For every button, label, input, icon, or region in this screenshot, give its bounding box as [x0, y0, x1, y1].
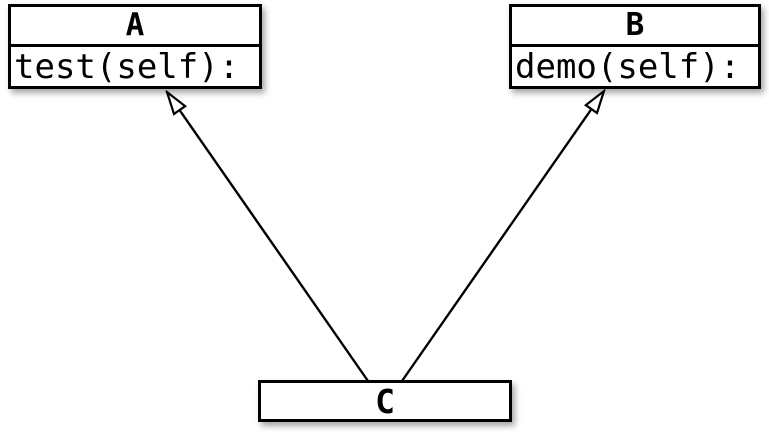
class-box-b: B demo(self): [509, 4, 761, 89]
class-method-a: test(self): [14, 46, 240, 87]
class-box-c: C [258, 380, 512, 422]
inheritance-arrow-c-to-a [167, 92, 369, 382]
class-name-b: B [512, 7, 758, 47]
class-name-a: A [11, 7, 259, 47]
class-name-c: C [375, 381, 395, 421]
class-method-b: demo(self): [515, 46, 741, 87]
class-box-a: A test(self): [8, 4, 262, 89]
inheritance-arrow-c-to-b [401, 91, 604, 382]
